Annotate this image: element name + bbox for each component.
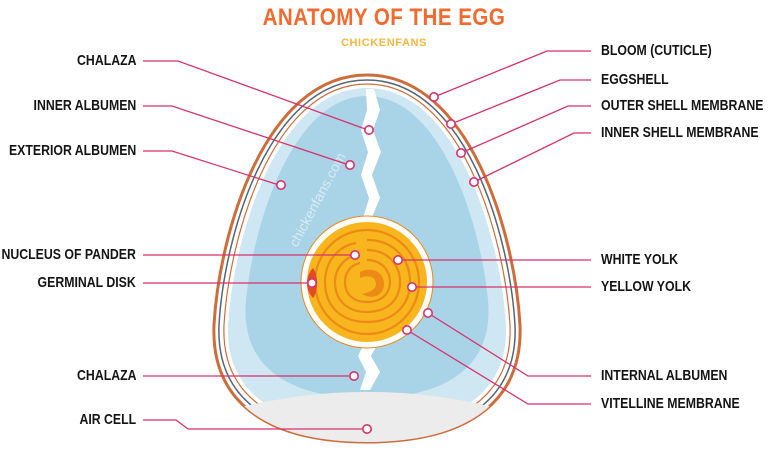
label-germinal-disk: GERMINAL DISK bbox=[37, 274, 136, 291]
diagram-title: ANATOMY OF THE EGG bbox=[262, 4, 506, 31]
marker-vitelline-membrane bbox=[401, 324, 412, 335]
label-internal-albumen: INTERNAL ALBUMEN bbox=[601, 367, 728, 384]
marker-bloom bbox=[428, 92, 439, 103]
label-eggshell: EGGSHELL bbox=[601, 71, 669, 88]
leader-line-outer-shell-membrane bbox=[460, 105, 591, 154]
label-yellow-yolk: YELLOW YOLK bbox=[601, 278, 691, 295]
leader-line-inner-shell-membrane bbox=[473, 132, 591, 183]
marker-dots bbox=[275, 92, 479, 434]
marker-white-yolk bbox=[392, 255, 403, 266]
leader-line-vitelline-membrane bbox=[406, 329, 591, 405]
leader-line-eggshell bbox=[450, 79, 591, 125]
leader-line-exterior-albumen bbox=[143, 150, 280, 186]
marker-internal-albumen bbox=[422, 307, 433, 318]
label-vitelline-membrane: VITELLINE MEMBRANE bbox=[601, 395, 740, 412]
leader-lines-left bbox=[143, 60, 369, 430]
label-outer-shell-membrane: OUTER SHELL MEMBRANE bbox=[601, 97, 764, 114]
nucleus-of-pander bbox=[360, 269, 384, 297]
diagram-subtitle: CHICKENFANS bbox=[340, 37, 428, 49]
leader-line-air-cell bbox=[143, 419, 366, 430]
label-exterior-albumen: EXTERIOR ALBUMEN bbox=[8, 142, 136, 159]
label-nucleus-of-pander: NUCLEUS OF PANDER bbox=[1, 246, 136, 263]
label-air-cell: AIR CELL bbox=[79, 411, 136, 428]
marker-inner-shell-membrane bbox=[468, 177, 479, 188]
leader-lines-right bbox=[398, 50, 591, 405]
label-inner-albumen: INNER ALBUMEN bbox=[33, 97, 136, 114]
marker-inner-albumen bbox=[344, 160, 355, 171]
chalaza-top bbox=[361, 89, 381, 222]
label-bloom-cuticle: BLOOM (CUTICLE) bbox=[601, 42, 712, 59]
marker-exterior-albumen bbox=[275, 180, 286, 191]
leader-line-internal-albumen bbox=[427, 312, 591, 377]
leader-line-bloom bbox=[433, 50, 591, 98]
leader-line-chalaza-top bbox=[143, 60, 369, 131]
marker-outer-shell-membrane bbox=[455, 148, 466, 159]
marker-air-cell bbox=[361, 423, 372, 434]
label-chalaza-top: CHALAZA bbox=[76, 52, 136, 69]
marker-chalaza-bottom bbox=[348, 370, 359, 381]
marker-yellow-yolk bbox=[406, 281, 417, 292]
leader-line-inner-albumen bbox=[143, 105, 350, 166]
marker-nucleus-of-pander bbox=[349, 250, 360, 261]
label-chalaza-bottom: CHALAZA bbox=[76, 367, 136, 384]
label-inner-shell-membrane: INNER SHELL MEMBRANE bbox=[601, 124, 759, 141]
label-white-yolk: WHITE YOLK bbox=[601, 251, 678, 268]
marker-eggshell bbox=[445, 119, 456, 130]
marker-germinal-disk bbox=[306, 277, 317, 288]
marker-chalaza-top bbox=[363, 125, 374, 136]
